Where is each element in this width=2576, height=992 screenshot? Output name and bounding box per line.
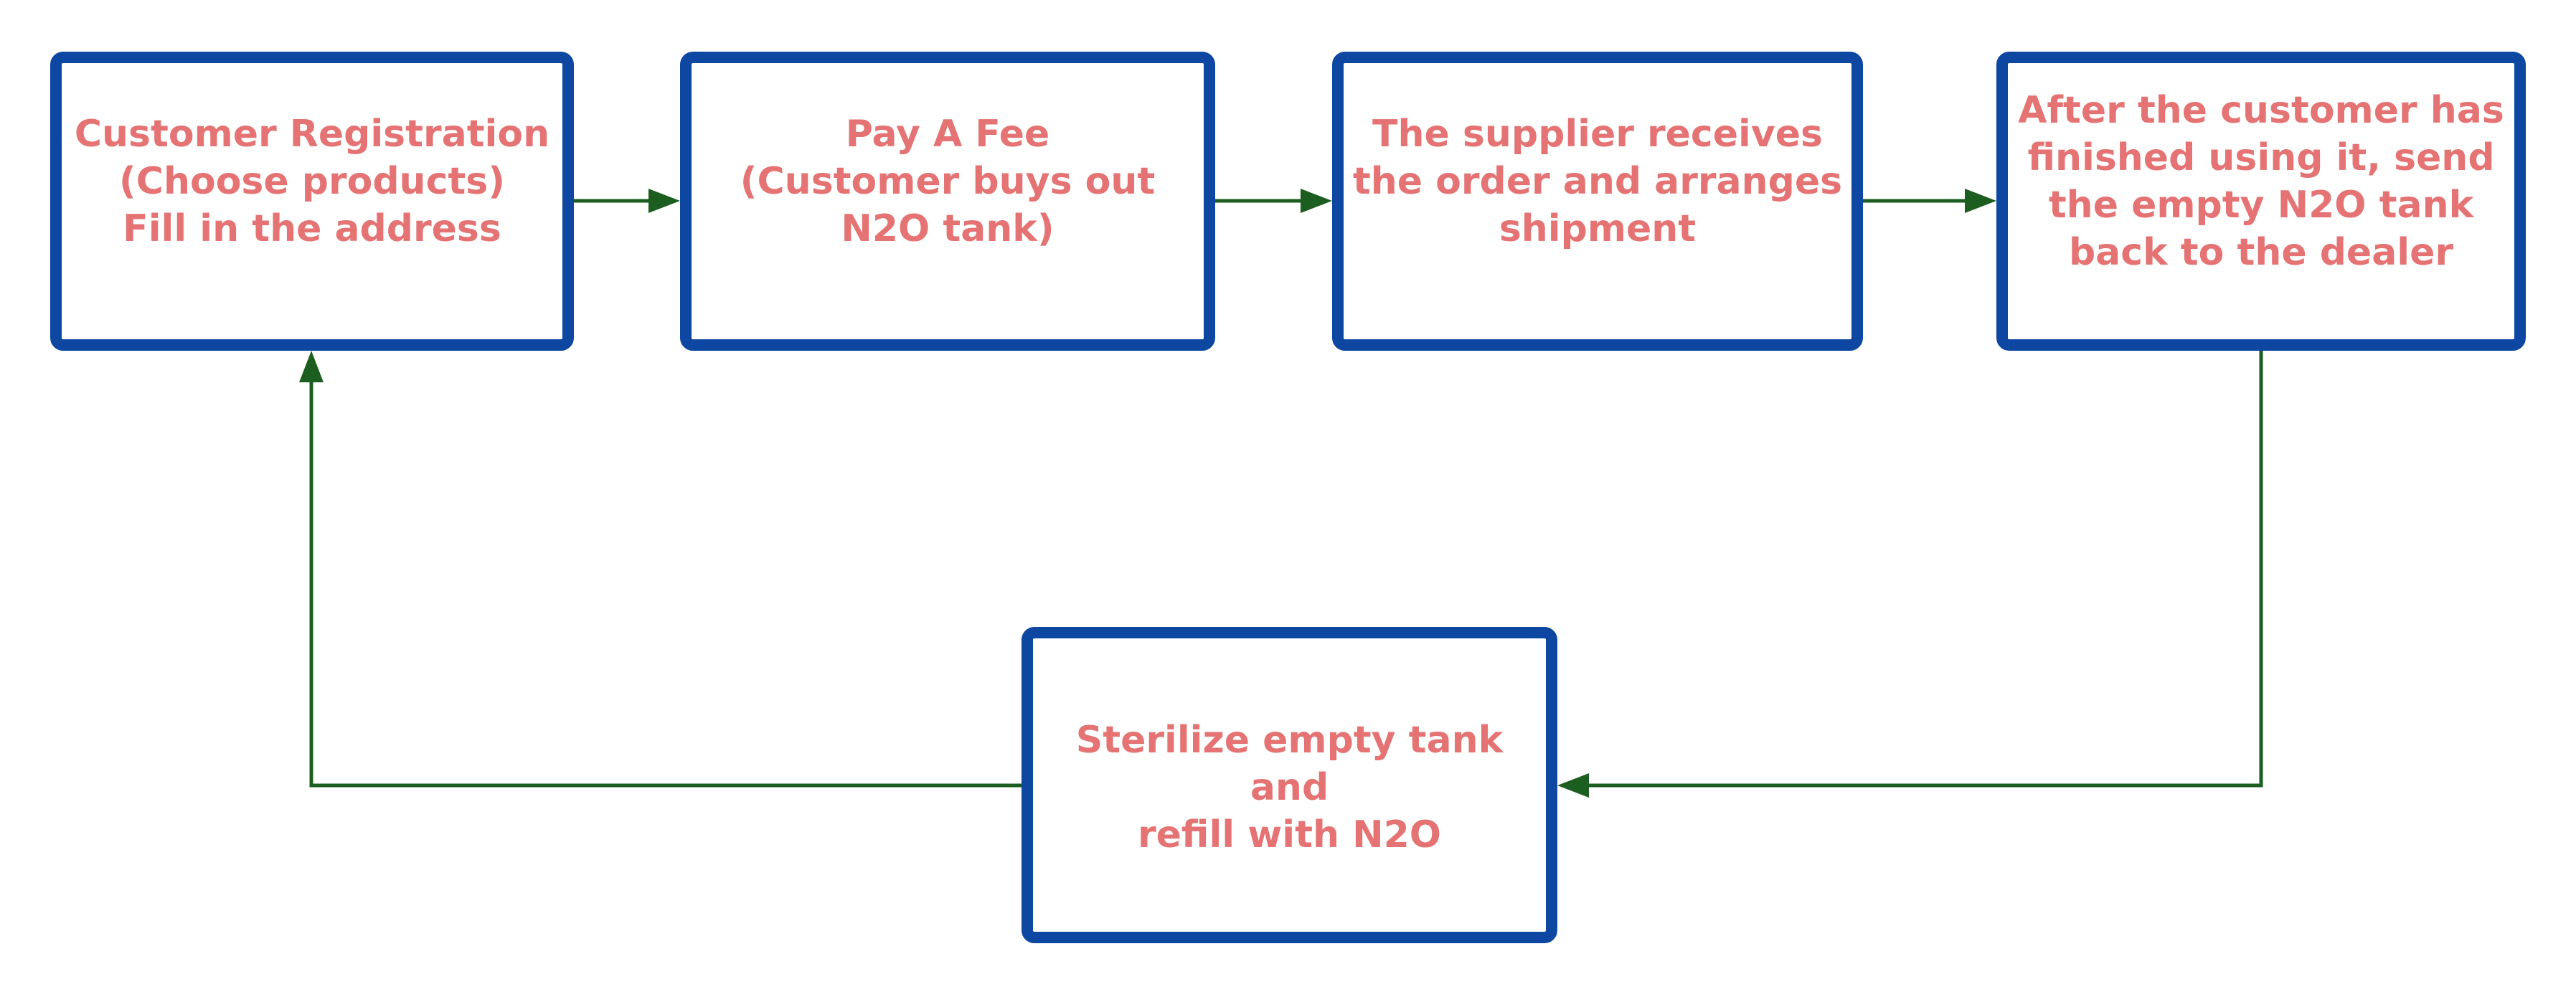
node-customer-registration: Customer Registration (Choose products) … (50, 52, 574, 351)
node-pay-a-fee: Pay A Fee (Customer buys out N2O tank) (680, 52, 1215, 351)
arrowhead-pay-to-supplier (1301, 189, 1332, 213)
node-sterilize-refill: Sterilize empty tank and refill with N2O (1022, 627, 1557, 943)
arrowhead-supplier-to-return (1965, 189, 1996, 213)
node-customer-registration-label: Customer Registration (Choose products) … (74, 112, 550, 250)
node-supplier-ships-label: The supplier receives the order and arra… (1352, 112, 1843, 250)
arrow-return-to-sterilize (1588, 351, 2263, 788)
arrowhead-return-to-sterilize (1557, 773, 1589, 798)
node-return-empty-tank: After the customer has finished using it… (1996, 52, 2526, 351)
node-sterilize-refill-label: Sterilize empty tank and refill with N2O (1075, 718, 1504, 856)
arrowhead-registration-to-pay (648, 189, 680, 213)
node-supplier-ships: The supplier receives the order and arra… (1332, 52, 1863, 351)
arrow-sterilize-to-registration (309, 382, 1022, 788)
arrowhead-sterilize-to-registration (299, 351, 324, 382)
node-return-empty-tank-label: After the customer has finished using it… (2018, 88, 2504, 274)
node-pay-a-fee-label: Pay A Fee (Customer buys out N2O tank) (740, 112, 1156, 250)
